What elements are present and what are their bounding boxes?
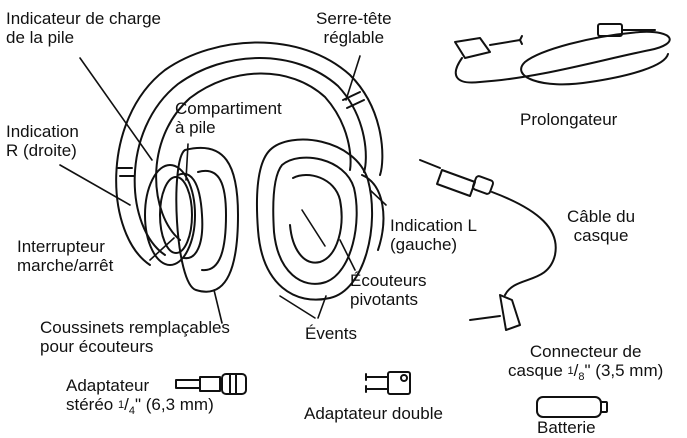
extension-label: Prolongateur — [520, 110, 617, 129]
headband-line1: Serre-tête — [316, 9, 392, 28]
stereo-adapter-label: Adaptateur stéréo 1/4" (6,3 mm) — [66, 376, 214, 421]
battery-illustration — [537, 397, 607, 417]
dual-adapter-label: Adaptateur double — [304, 404, 443, 423]
indication-r-label: Indication R (droite) — [6, 122, 79, 160]
battery-indicator-line1: Indicateur de charge — [6, 9, 161, 28]
headband-line2: réglable — [316, 28, 392, 47]
stereo-adapter-line2: stéréo 1/4" (6,3 mm) — [66, 395, 214, 421]
ear-cushions-line1: Coussinets remplaçables — [40, 318, 230, 337]
battery-compartment-line1: Compartiment — [175, 99, 282, 118]
indication-r-line1: Indication — [6, 122, 79, 141]
headphone-cable-label: Câble du casque — [567, 207, 635, 245]
ear-cushions-line2: pour écouteurs — [40, 337, 230, 356]
indication-l-label: Indication L (gauche) — [390, 216, 477, 254]
power-switch-label: Interrupteur marche/arrêt — [17, 237, 113, 275]
indication-l-line2: (gauche) — [390, 235, 477, 254]
headset-connector-line1: Connecteur de — [508, 342, 663, 361]
battery-compartment-label: Compartiment à pile — [175, 99, 282, 137]
swivel-earcups-line2: pivotants — [350, 290, 427, 309]
headphone-cable-line1: Câble du — [567, 207, 635, 226]
headband-label: Serre-tête réglable — [316, 9, 392, 47]
headphone-cable-line2: casque — [567, 226, 635, 245]
indication-r-line2: R (droite) — [6, 141, 79, 160]
vents-label: Évents — [305, 324, 357, 343]
battery-compartment-line2: à pile — [175, 118, 282, 137]
dual-adapter-illustration — [366, 372, 410, 394]
swivel-earcups-label: Écouteurs pivotants — [350, 271, 427, 309]
ear-cushions-label: Coussinets remplaçables pour écouteurs — [40, 318, 230, 356]
power-switch-line1: Interrupteur — [17, 237, 113, 256]
battery-label: Batterie — [537, 418, 596, 437]
battery-indicator-label: Indicateur de charge de la pile — [6, 9, 161, 47]
headset-connector-line2: casque 1/8" (3,5 mm) — [508, 361, 663, 387]
battery-indicator-line2: de la pile — [6, 28, 161, 47]
swivel-earcups-line1: Écouteurs — [350, 271, 427, 290]
headphones-illustration — [116, 43, 383, 300]
stereo-adapter-line1: Adaptateur — [66, 376, 214, 395]
extension-cord-illustration — [455, 24, 670, 84]
indication-l-line1: Indication L — [390, 216, 477, 235]
headset-connector-label: Connecteur de casque 1/8" (3,5 mm) — [508, 342, 663, 387]
power-switch-line2: marche/arrêt — [17, 256, 113, 275]
